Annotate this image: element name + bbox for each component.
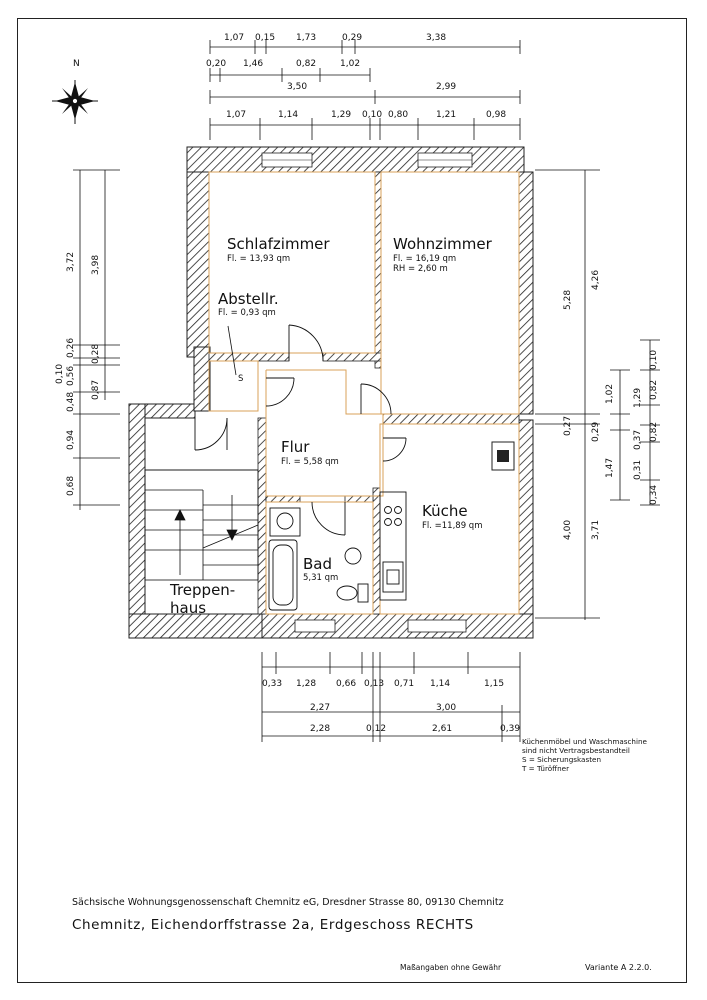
dim-label: 1,14 — [278, 110, 298, 120]
room-height: RH = 2,60 m — [393, 264, 448, 274]
dim-label: 1,28 — [296, 679, 316, 689]
dim-label: 0,10 — [362, 110, 382, 120]
room-area: 5,31 qm — [303, 573, 338, 583]
bath-fixtures — [268, 507, 369, 611]
dimension-lines — [73, 40, 660, 742]
dim-label: 0,98 — [486, 110, 506, 120]
room-labels: Schlafzimmer Fl. = 13,93 qm Wohnzimmer F… — [169, 235, 493, 617]
dim-label: 0,56 — [66, 366, 76, 386]
dim-label: 2,61 — [432, 724, 452, 734]
dim-label: 0,33 — [262, 679, 282, 689]
room-name: Flur — [281, 438, 310, 456]
drawing-frame — [17, 18, 687, 983]
dim-label: 1,02 — [340, 59, 360, 69]
dim-label: 3,72 — [66, 252, 76, 272]
dim-label: 1,29 — [331, 110, 351, 120]
dim-label: 3,98 — [91, 255, 101, 275]
walls — [128, 146, 534, 639]
dim-label: 3,50 — [287, 82, 307, 92]
note-line: Küchenmöbel und Waschmaschine — [522, 737, 647, 746]
staircase — [144, 469, 259, 581]
dim-label: 0,12 — [366, 724, 386, 734]
dim-label: 0,26 — [66, 338, 76, 358]
top-dimension-labels: 1,07 0,15 1,73 0,29 3,38 0,20 1,46 0,82 … — [206, 33, 506, 120]
bottom-dimension-labels: 0,33 1,28 0,66 0,13 0,71 1,14 1,15 2,27 … — [262, 679, 520, 734]
dim-label: 0,29 — [591, 422, 601, 442]
dim-label: 2,27 — [310, 703, 330, 713]
dim-label: 0,82 — [649, 422, 659, 442]
room-name: Bad — [303, 555, 332, 573]
dim-label: 1,21 — [436, 110, 456, 120]
dim-label: 0,27 — [563, 416, 573, 436]
dim-label: 0,48 — [66, 392, 76, 412]
dim-label: 0,15 — [255, 33, 275, 43]
dim-label: 2,99 — [436, 82, 456, 92]
dim-label: 0,66 — [336, 679, 356, 689]
left-dimension-labels: 3,72 0,26 0,10 0,56 0,48 0,94 0,68 3,98 … — [55, 252, 101, 496]
note-line: S = Sicherungskasten — [522, 755, 601, 764]
room-outlines — [208, 171, 520, 615]
compass-icon — [52, 80, 98, 124]
dim-label: 0,20 — [206, 59, 226, 69]
dim-label: 0,29 — [342, 33, 362, 43]
room-name: Wohnzimmer — [393, 235, 493, 253]
organization-line: Sächsische Wohnungsgenossenschaft Chemni… — [72, 897, 504, 908]
dim-label: 0,10 — [649, 350, 659, 370]
dim-label: 0,13 — [364, 679, 384, 689]
room-area: Fl. = 13,93 qm — [227, 254, 290, 264]
dim-label: 0,10 — [55, 364, 65, 384]
fuse-box-marker: S — [238, 374, 243, 384]
room-name: Abstellr. — [218, 290, 279, 308]
dim-label: 4,26 — [591, 270, 601, 290]
note-line: sind nicht Vertragsbestandteil — [522, 746, 630, 755]
room-name: Schlafzimmer — [227, 235, 330, 253]
dim-label: 0,82 — [649, 380, 659, 400]
dim-label: 1,07 — [224, 33, 244, 43]
dim-label: 0,71 — [394, 679, 414, 689]
dim-label: 3,38 — [426, 33, 446, 43]
right-dimension-labels: 5,28 0,27 4,00 4,26 0,29 3,71 1,02 1,47 … — [563, 270, 659, 540]
dim-label: 0,80 — [388, 110, 408, 120]
room-area: Fl. = 0,93 qm — [218, 308, 276, 318]
room-name: Treppen- — [169, 581, 235, 599]
variant-label: Variante A 2.2.0. — [585, 963, 652, 972]
dim-label: 3,00 — [436, 703, 456, 713]
dim-label: 0,37 — [633, 430, 643, 450]
dim-label: 0,68 — [66, 476, 76, 496]
compass-label: N — [73, 59, 80, 69]
dim-label: 0,87 — [91, 380, 101, 400]
dim-label: 1,15 — [484, 679, 504, 689]
dim-label: 0,82 — [296, 59, 316, 69]
dim-label: 0,31 — [633, 460, 643, 480]
dim-label: 5,28 — [563, 290, 573, 310]
dim-label: 1,47 — [605, 458, 615, 478]
dim-label: 0,34 — [649, 485, 659, 505]
dim-label: 4,00 — [563, 520, 573, 540]
dim-label: 1,14 — [430, 679, 450, 689]
dim-label: 2,28 — [310, 724, 330, 734]
dim-label: 0,94 — [66, 430, 76, 450]
dim-label: 0,28 — [91, 344, 101, 364]
room-area: Fl. = 5,58 qm — [281, 457, 339, 467]
dim-label: 1,73 — [296, 33, 316, 43]
room-name: Küche — [422, 502, 468, 520]
dim-label: 1,07 — [226, 110, 246, 120]
dim-label: 1,46 — [243, 59, 263, 69]
disclaimer: Maßangaben ohne Gewähr — [400, 963, 502, 972]
dim-label: 3,71 — [591, 520, 601, 540]
room-name: haus — [170, 599, 206, 617]
address-title: Chemnitz, Eichendorffstrasse 2a, Erdgesc… — [72, 917, 474, 933]
room-area: Fl. = 16,19 qm — [393, 254, 456, 264]
dim-label: 0,39 — [500, 724, 520, 734]
kitchen-fixtures — [379, 491, 407, 601]
dim-label: 1,29 — [633, 388, 643, 408]
notes-block: Küchenmöbel und Waschmaschine sind nicht… — [522, 737, 647, 773]
dim-label: 1,02 — [605, 384, 615, 404]
leader-line — [227, 325, 237, 376]
doors — [194, 324, 407, 536]
note-line: T = Türöffner — [522, 764, 570, 773]
room-area: Fl. =11,89 qm — [422, 521, 483, 531]
